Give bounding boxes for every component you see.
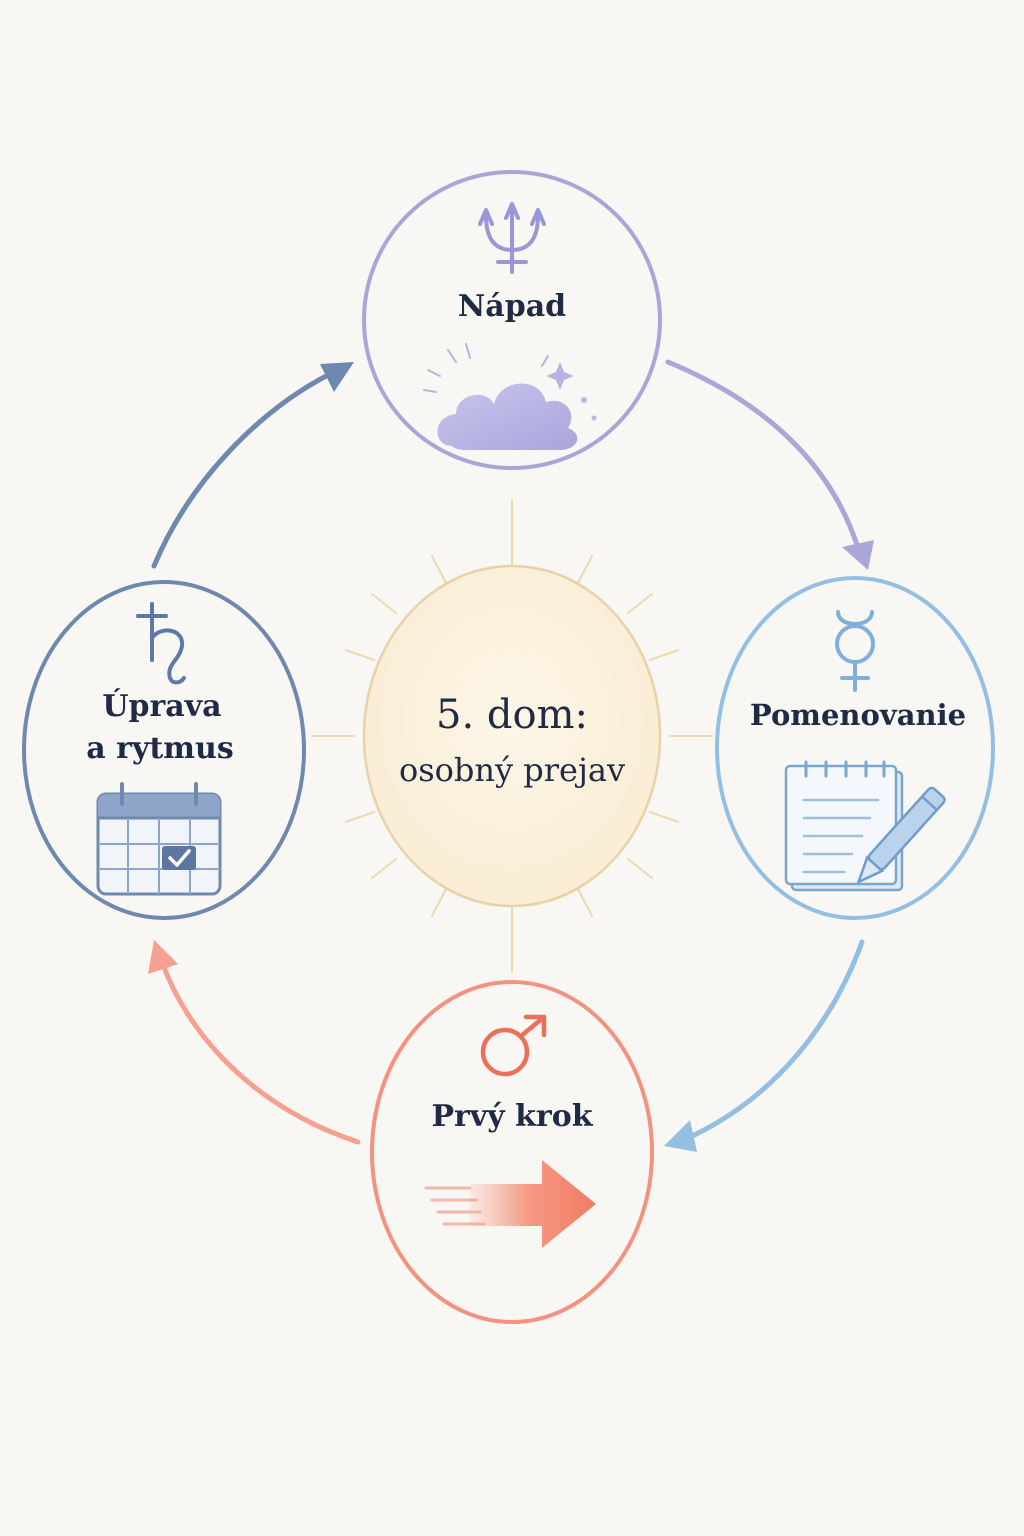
node-pomenovanie: Pomenovanie bbox=[715, 576, 995, 920]
arrowhead-prvy-krok-to-uprava bbox=[148, 940, 178, 974]
arrowhead-uprava-to-napad bbox=[320, 362, 354, 392]
neptune-icon bbox=[478, 202, 546, 274]
arrowhead-napad-to-pomenovanie bbox=[842, 540, 874, 570]
node-prvy-krok-label: Prvý krok bbox=[431, 1099, 593, 1134]
arrow-prvy-krok-to-uprava bbox=[159, 959, 361, 1145]
mercury-icon bbox=[835, 610, 875, 692]
arrow-uprava-to-napad bbox=[151, 371, 333, 569]
node-napad: Nápad bbox=[362, 170, 662, 470]
node-uprava-label-line1: Úprava bbox=[102, 688, 221, 724]
cycle-arrows bbox=[148, 359, 874, 1152]
arrow-right-icon bbox=[424, 1160, 596, 1248]
center-node: 5. dom: osobný prejav bbox=[362, 564, 662, 908]
node-prvy-krok: Prvý krok bbox=[370, 980, 654, 1324]
arrowhead-pomenovanie-to-prvy-krok bbox=[664, 1120, 697, 1152]
node-uprava-label-line2: a rytmus bbox=[86, 731, 233, 766]
notepad-icon bbox=[784, 760, 946, 892]
saturn-icon bbox=[136, 602, 186, 685]
node-pomenovanie-label: Pomenovanie bbox=[750, 698, 966, 732]
arrow-pomenovanie-to-prvy-krok bbox=[685, 939, 865, 1141]
center-title-line2: osobný prejav bbox=[399, 751, 625, 789]
center-title-line1: 5. dom: bbox=[436, 692, 588, 738]
center-rays bbox=[311, 499, 713, 973]
node-uprava: Úprava a rytmus bbox=[22, 580, 306, 920]
mars-icon bbox=[480, 1014, 547, 1077]
calendar-icon bbox=[96, 782, 222, 896]
arrow-napad-to-pomenovanie bbox=[665, 359, 861, 551]
node-napad-label: Nápad bbox=[458, 289, 566, 324]
cloud-icon bbox=[423, 343, 597, 450]
